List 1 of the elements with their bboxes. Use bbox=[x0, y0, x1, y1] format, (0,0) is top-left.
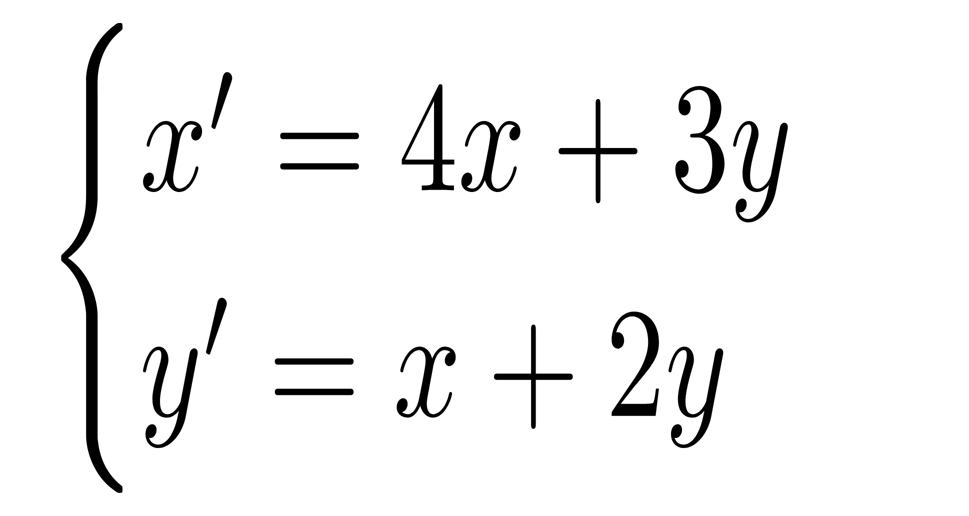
equation-system: $\begin{cases} x' = 4x + 3y \\ y' = x + 2y \end{cases}$ bbox=[61, 23, 788, 493]
